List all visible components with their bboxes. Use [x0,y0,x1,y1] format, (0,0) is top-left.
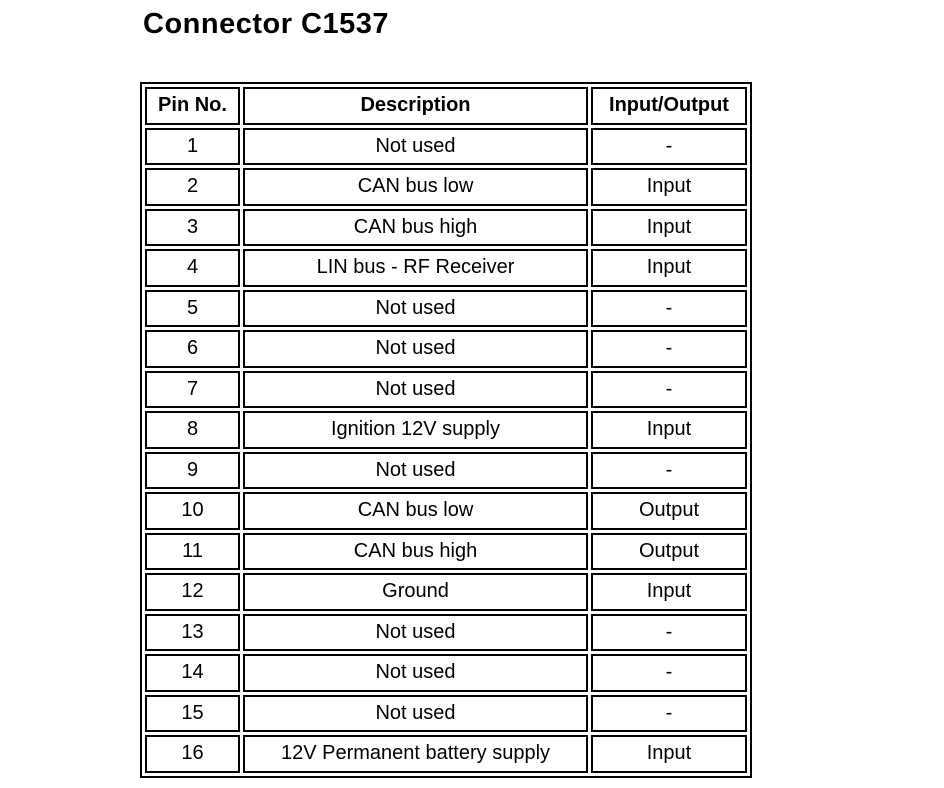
input-output-cell: Input [591,573,747,611]
pin-number-cell: 14 [145,654,240,692]
page-title: Connector C1537 [143,8,390,40]
input-output-cell: Input [591,249,747,287]
input-output-cell: Output [591,492,747,530]
input-output-cell: Input [591,411,747,449]
description-cell: CAN bus high [243,532,588,570]
input-output-cell: Input [591,168,747,206]
description-cell: Not used [243,370,588,408]
header-row: Pin No. Description Input/Output [145,87,747,125]
description-cell: Not used [243,289,588,327]
input-output-cell: - [591,654,747,692]
input-output-cell: Input [591,735,747,773]
input-output-cell: - [591,127,747,165]
input-output-cell: - [591,370,747,408]
input-output-cell: Input [591,208,747,246]
description-cell: CAN bus low [243,168,588,206]
pin-number-cell: 8 [145,411,240,449]
input-output-cell: - [591,451,747,489]
input-output-cell: - [591,694,747,732]
pin-number-cell: 2 [145,168,240,206]
pin-number-cell: 16 [145,735,240,773]
column-header-input-output: Input/Output [591,87,747,125]
description-cell: Ground [243,573,588,611]
input-output-cell: Output [591,532,747,570]
description-cell: Not used [243,451,588,489]
column-header-description: Description [243,87,588,125]
input-output-cell: - [591,289,747,327]
pin-number-cell: 9 [145,451,240,489]
description-cell: Not used [243,654,588,692]
pin-number-cell: 12 [145,573,240,611]
pin-number-cell: 4 [145,249,240,287]
pin-number-cell: 10 [145,492,240,530]
column-header-pin-no: Pin No. [145,87,240,125]
description-cell: LIN bus - RF Receiver [243,249,588,287]
pin-number-cell: 7 [145,370,240,408]
description-cell: CAN bus low [243,492,588,530]
pin-number-cell: 1 [145,127,240,165]
description-cell: Ignition 12V supply [243,411,588,449]
input-output-cell: - [591,330,747,368]
pin-number-cell: 15 [145,694,240,732]
pin-number-cell: 13 [145,613,240,651]
description-cell: Not used [243,330,588,368]
pin-number-cell: 6 [145,330,240,368]
description-cell: 12V Permanent battery supply [243,735,588,773]
pin-number-cell: 3 [145,208,240,246]
pin-number-cell: 5 [145,289,240,327]
description-cell: CAN bus high [243,208,588,246]
input-output-cell: - [591,613,747,651]
pin-number-cell: 11 [145,532,240,570]
table-header: Pin No. Description Input/Output [145,87,747,125]
description-cell: Not used [243,127,588,165]
description-cell: Not used [243,694,588,732]
description-cell: Not used [243,613,588,651]
